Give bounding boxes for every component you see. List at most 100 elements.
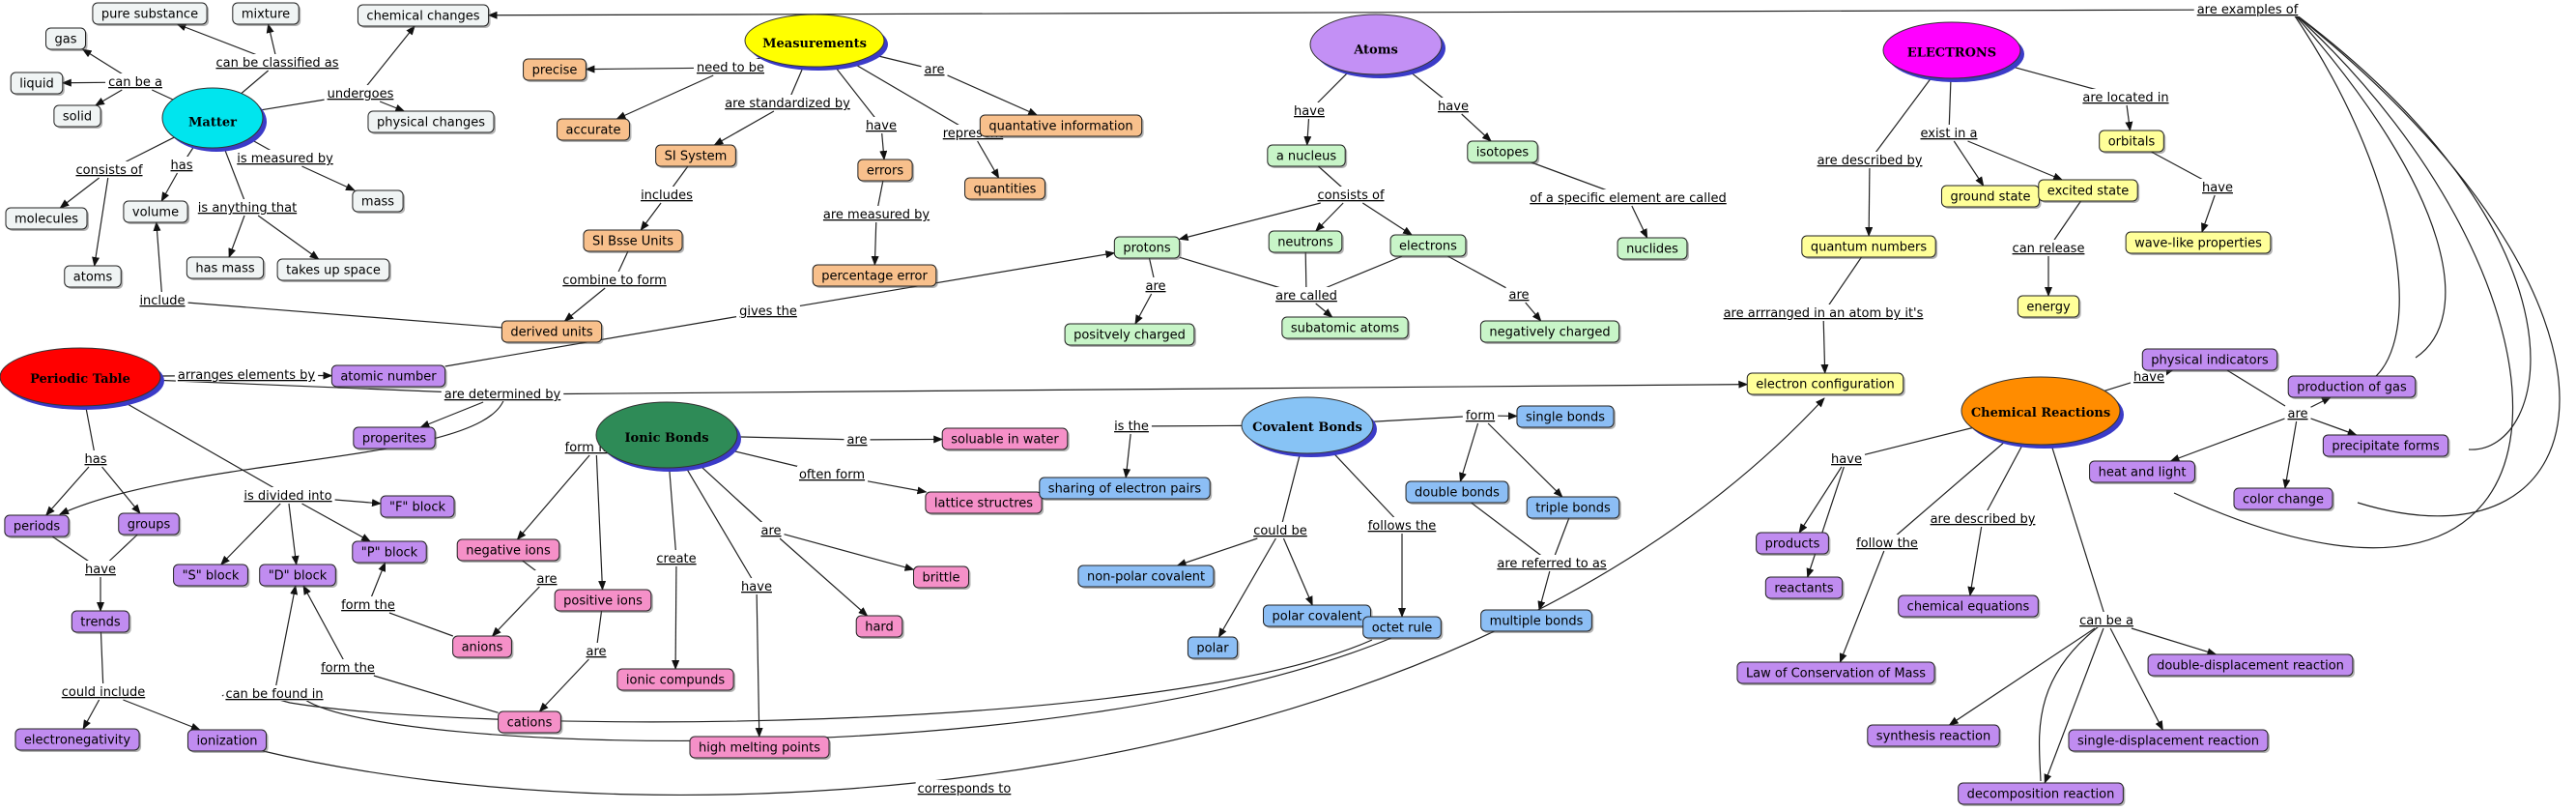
- concept-chemchg[interactable]: chemical changes: [357, 4, 491, 28]
- concept-derived[interactable]: derived units: [501, 320, 604, 344]
- concept-ionization[interactable]: ionization: [186, 729, 269, 753]
- concept-cations[interactable]: cations: [498, 710, 563, 735]
- concept-precip[interactable]: precipitate forms: [2322, 434, 2450, 458]
- concept-atomsn[interactable]: atoms: [64, 265, 124, 289]
- concept-heatlight[interactable]: heat and light: [2089, 460, 2197, 484]
- concept-soluble[interactable]: soluable in water: [941, 427, 1070, 451]
- concept-atomicnum[interactable]: atomic number: [330, 364, 447, 389]
- concept-quantumnum[interactable]: quantum numbers: [1801, 235, 1938, 259]
- concept-errors[interactable]: errors: [857, 159, 915, 183]
- concept-dblock[interactable]: "D" block: [259, 564, 338, 588]
- concept-molecules[interactable]: molecules: [5, 207, 89, 231]
- edge-electrons-l_exist: [1948, 77, 1952, 127]
- concept-singledisp[interactable]: single-displacement reaction: [2068, 729, 2270, 753]
- concept-label: reactants: [1774, 582, 1834, 596]
- concept-volume[interactable]: volume: [123, 200, 190, 224]
- concept-trends[interactable]: trends: [71, 610, 131, 634]
- concept-negions[interactable]: negative ions: [456, 538, 561, 563]
- concept-lawcons[interactable]: Law of Conservation of Mass: [1736, 661, 1937, 685]
- concept-brittle[interactable]: brittle: [912, 565, 971, 590]
- concept-mass[interactable]: mass: [352, 189, 406, 214]
- concept-quantities[interactable]: quantities: [964, 177, 1047, 201]
- concept-electronsn[interactable]: electrons: [1389, 234, 1468, 258]
- concept-fblock[interactable]: "F" block: [380, 495, 457, 519]
- edge-protons-l_arecalled: [1179, 256, 1281, 289]
- concept-polar[interactable]: polar: [1187, 636, 1240, 660]
- concept-pblock[interactable]: "P" block: [352, 540, 429, 565]
- concept-hasmass[interactable]: has mass: [186, 256, 266, 280]
- concept-poscharged[interactable]: positvely charged: [1064, 323, 1196, 347]
- link-label: are called: [1275, 289, 1337, 304]
- concept-nuclides[interactable]: nuclides: [1617, 237, 1689, 261]
- concept-energy[interactable]: energy: [2017, 295, 2081, 319]
- concept-colorchg[interactable]: color change: [2233, 487, 2334, 511]
- concept-doubleb[interactable]: double bonds: [1405, 480, 1510, 505]
- concept-periods[interactable]: periods: [4, 514, 72, 538]
- concept-precise[interactable]: precise: [523, 58, 588, 82]
- concept-negcharged[interactable]: negatively charged: [1479, 320, 1621, 344]
- concept-physind[interactable]: physical indicators: [2141, 348, 2279, 372]
- concept-nucleus[interactable]: a nucleus: [1267, 144, 1348, 168]
- concept-multiple[interactable]: multiple bonds: [1480, 609, 1594, 633]
- concept-groups[interactable]: groups: [118, 512, 182, 536]
- concept-groundstate[interactable]: ground state: [1940, 185, 2042, 209]
- concept-synthesis[interactable]: synthesis reaction: [1867, 724, 2002, 748]
- concept-pcterr[interactable]: percentage error: [812, 264, 938, 288]
- concept-ioniccomp[interactable]: ionic compunds: [616, 668, 736, 692]
- hub-reactions[interactable]: Chemical Reactions: [1961, 376, 2124, 449]
- edge-electronsn-l_are_e: [1446, 255, 1506, 289]
- concept-mixture[interactable]: mixture: [232, 2, 301, 26]
- concept-sblock[interactable]: "S" block: [173, 564, 250, 588]
- hub-ionic[interactable]: Ionic Bonds: [595, 401, 741, 472]
- concept-products[interactable]: products: [1756, 532, 1831, 556]
- concept-reactants[interactable]: reactants: [1764, 576, 1845, 600]
- hub-atoms[interactable]: Atoms: [1309, 14, 1445, 78]
- concept-anions[interactable]: anions: [452, 635, 514, 659]
- concept-decomp[interactable]: decomposition reaction: [1958, 782, 2126, 806]
- concept-sibase[interactable]: SI Bsse Units: [583, 229, 685, 253]
- concept-protons[interactable]: protons: [1113, 236, 1182, 260]
- concept-quantinfo[interactable]: quantative information: [979, 114, 1144, 138]
- concept-lattice[interactable]: lattice structres: [925, 491, 1045, 515]
- concept-neutrons[interactable]: neutrons: [1268, 230, 1344, 254]
- concept-excited[interactable]: excited state: [2038, 179, 2140, 203]
- hub-periodic[interactable]: Periodic Table: [0, 347, 164, 410]
- concept-properites[interactable]: properites: [353, 426, 438, 450]
- concept-hard[interactable]: hard: [855, 615, 904, 639]
- link-label-bg: [2194, 1, 2301, 16]
- concept-solid[interactable]: solid: [53, 104, 103, 129]
- concept-posions[interactable]: positive ions: [554, 589, 653, 613]
- concept-gas[interactable]: gas: [45, 27, 88, 51]
- concept-accurate[interactable]: accurate: [557, 118, 632, 142]
- edge-l_undergoes-chemchg: [365, 25, 415, 87]
- concept-orbitals[interactable]: orbitals: [2099, 130, 2166, 154]
- concept-chemeq[interactable]: chemical equations: [1898, 594, 2041, 619]
- hub-measurements[interactable]: Measurements: [744, 14, 888, 71]
- concept-physchg[interactable]: physical changes: [367, 110, 497, 134]
- concept-isotopes[interactable]: isotopes: [1467, 140, 1540, 164]
- concept-wavelike[interactable]: wave-like properties: [2125, 231, 2273, 255]
- concept-si[interactable]: SI System: [655, 144, 738, 168]
- concept-octet[interactable]: octet rule: [1362, 616, 1444, 640]
- concept-sharing[interactable]: sharing of electron pairs: [1039, 477, 1213, 501]
- hub-electrons[interactable]: ELECTRONS: [1882, 21, 2024, 82]
- concept-singleb[interactable]: single bonds: [1516, 405, 1617, 429]
- concept-subatomic[interactable]: subatomic atoms: [1281, 316, 1411, 340]
- concept-econfig[interactable]: electron configuration: [1746, 372, 1905, 396]
- concept-nonpolar[interactable]: non-polar covalent: [1077, 565, 1216, 589]
- edge-l_oftenform-lattice: [867, 480, 928, 495]
- concept-pure[interactable]: pure substance: [92, 2, 210, 26]
- concept-highmelt[interactable]: high melting points: [689, 736, 832, 760]
- hub-matter[interactable]: Matter: [161, 87, 267, 152]
- edge-l_needtobe-accurate: [615, 74, 714, 120]
- concept-polarcov[interactable]: polar covalent: [1263, 604, 1373, 628]
- hub-covalent[interactable]: Covalent Bonds: [1241, 396, 1377, 457]
- concept-tripleb[interactable]: triple bonds: [1526, 496, 1621, 520]
- concept-doubledisp[interactable]: double-displacement reaction: [2147, 653, 2355, 678]
- concept-prodgas[interactable]: production of gas: [2287, 375, 2418, 399]
- link-label-bg: [168, 157, 195, 172]
- concept-liquid[interactable]: liquid: [10, 72, 65, 96]
- concept-electroneg[interactable]: electronegativity: [14, 728, 142, 752]
- hub-label: Periodic Table: [30, 372, 130, 387]
- concept-takesup[interactable]: takes up space: [276, 258, 391, 282]
